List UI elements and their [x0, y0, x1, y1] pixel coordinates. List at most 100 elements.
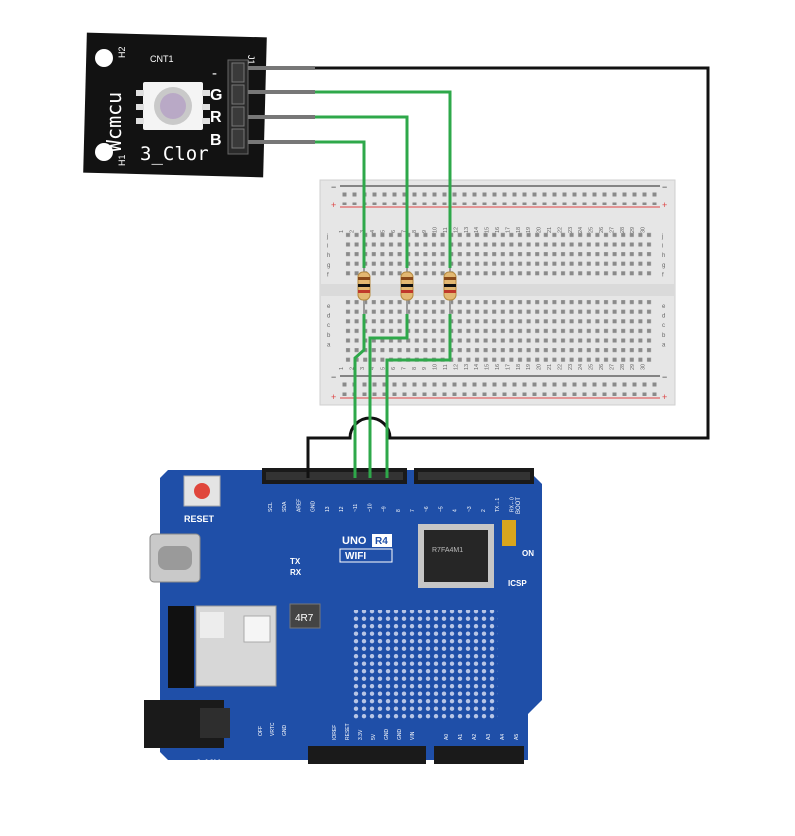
column-number: 11 [443, 364, 449, 370]
top-pin-header [262, 468, 534, 484]
terminal-strip-bottom [342, 300, 654, 362]
column-number: 28 [620, 227, 626, 233]
led-matrix [352, 610, 498, 720]
row-label: f [662, 272, 664, 278]
row-label: h [327, 253, 330, 259]
column-number: 24 [578, 227, 584, 233]
side-label: GND [282, 725, 288, 737]
column-number: 12 [453, 227, 459, 233]
pin-label: 5V [371, 733, 377, 740]
column-number: 24 [578, 364, 584, 370]
wire-green-to-pin9 [315, 90, 452, 478]
pin-label: ~9 [382, 506, 388, 512]
bottom-power-rail: − + − + [331, 372, 667, 402]
column-number: 25 [589, 364, 595, 370]
column-number: 8 [412, 367, 418, 370]
rail-minus-label: − [331, 182, 336, 192]
pin-label: GND [384, 729, 390, 741]
column-number: 16 [495, 227, 501, 233]
row-label: a [327, 342, 331, 348]
row-label: d [327, 314, 330, 320]
column-number: 26 [599, 227, 605, 233]
column-number: 1 [339, 367, 345, 370]
on-label: ON [522, 549, 534, 558]
resistor-red-channel [400, 268, 414, 314]
h2-label: H2 [117, 46, 127, 58]
pin-label: A2 [472, 734, 478, 740]
column-number: 28 [620, 364, 626, 370]
h1-label: H1 [117, 154, 127, 166]
column-number: 15 [485, 227, 491, 233]
rail-plus-label: + [662, 392, 667, 402]
column-number: 30 [641, 364, 647, 370]
pin-label: TX→1 [495, 498, 501, 512]
row-label: j [326, 234, 328, 240]
pin-label: 4 [453, 509, 459, 512]
column-number: 6 [391, 367, 397, 370]
row-label: e [327, 304, 331, 310]
row-label: b [662, 333, 666, 339]
wire-blue-to-pin11 [315, 140, 366, 478]
column-number: 22 [557, 227, 563, 233]
column-number: 18 [516, 364, 522, 370]
pin-label: GND [397, 729, 403, 741]
rx-label: RX [290, 568, 302, 577]
column-number: 10 [433, 227, 439, 233]
pin-label: ~6 [424, 506, 430, 512]
tx-label: TX [290, 557, 301, 566]
column-number: 7 [401, 367, 407, 370]
pin-label: GND [311, 501, 317, 513]
pin-label: 8 [396, 509, 402, 512]
pin-label: A1 [458, 734, 464, 740]
row-label: g [662, 263, 665, 269]
arduino-uno-r4-wifi: RESET 6-16V 4R7 UNO R4 WIFI R7FA4M1 [144, 468, 542, 768]
pin-label: SCL [268, 502, 274, 512]
column-number: 25 [589, 227, 595, 233]
column-number: 22 [557, 364, 563, 370]
column-number: 2 [349, 230, 355, 233]
logo-uno: UNO [342, 535, 367, 547]
pin-label: IOREF [332, 725, 338, 740]
rail-minus-label: − [662, 182, 667, 192]
column-number: 3 [360, 367, 366, 370]
column-number: 13 [464, 364, 470, 370]
model-label: 3_Clor [140, 143, 209, 165]
reset-label: RESET [184, 514, 215, 524]
column-number: 21 [547, 227, 553, 233]
column-number: 11 [443, 227, 449, 233]
resistor-blue-channel [357, 268, 371, 314]
column-number: 29 [630, 227, 636, 233]
resistor-green-channel [443, 268, 457, 314]
chip-label: R7FA4M1 [432, 547, 463, 554]
inductor-label: 4R7 [295, 613, 314, 624]
terminal-strip-top [342, 230, 654, 280]
column-number: 15 [485, 364, 491, 370]
row-label: f [327, 272, 329, 278]
column-number: 20 [537, 227, 543, 233]
top-power-rail: − + − + [331, 182, 667, 210]
side-label: OFF [258, 726, 264, 736]
pin-label-b: B [210, 132, 222, 149]
column-number: 19 [526, 227, 532, 233]
column-number: 23 [568, 364, 574, 370]
column-number: 14 [474, 227, 480, 233]
pin-label: SDA [282, 501, 288, 512]
row-label: d [662, 314, 665, 320]
reset-button [183, 475, 221, 507]
column-number: 16 [495, 364, 501, 370]
wire-red-to-pin10 [315, 115, 409, 478]
column-number: 6 [391, 230, 397, 233]
rail-minus-label: − [662, 372, 667, 382]
power-label: 6-16V [196, 758, 220, 768]
pin-label: 3.3V [358, 729, 364, 740]
column-number: 17 [505, 364, 511, 370]
column-number: 30 [641, 227, 647, 233]
j1-label: J1 [246, 55, 256, 65]
column-number: 17 [505, 227, 511, 233]
column-number: 18 [516, 227, 522, 233]
pin-label: A0 [444, 734, 450, 740]
